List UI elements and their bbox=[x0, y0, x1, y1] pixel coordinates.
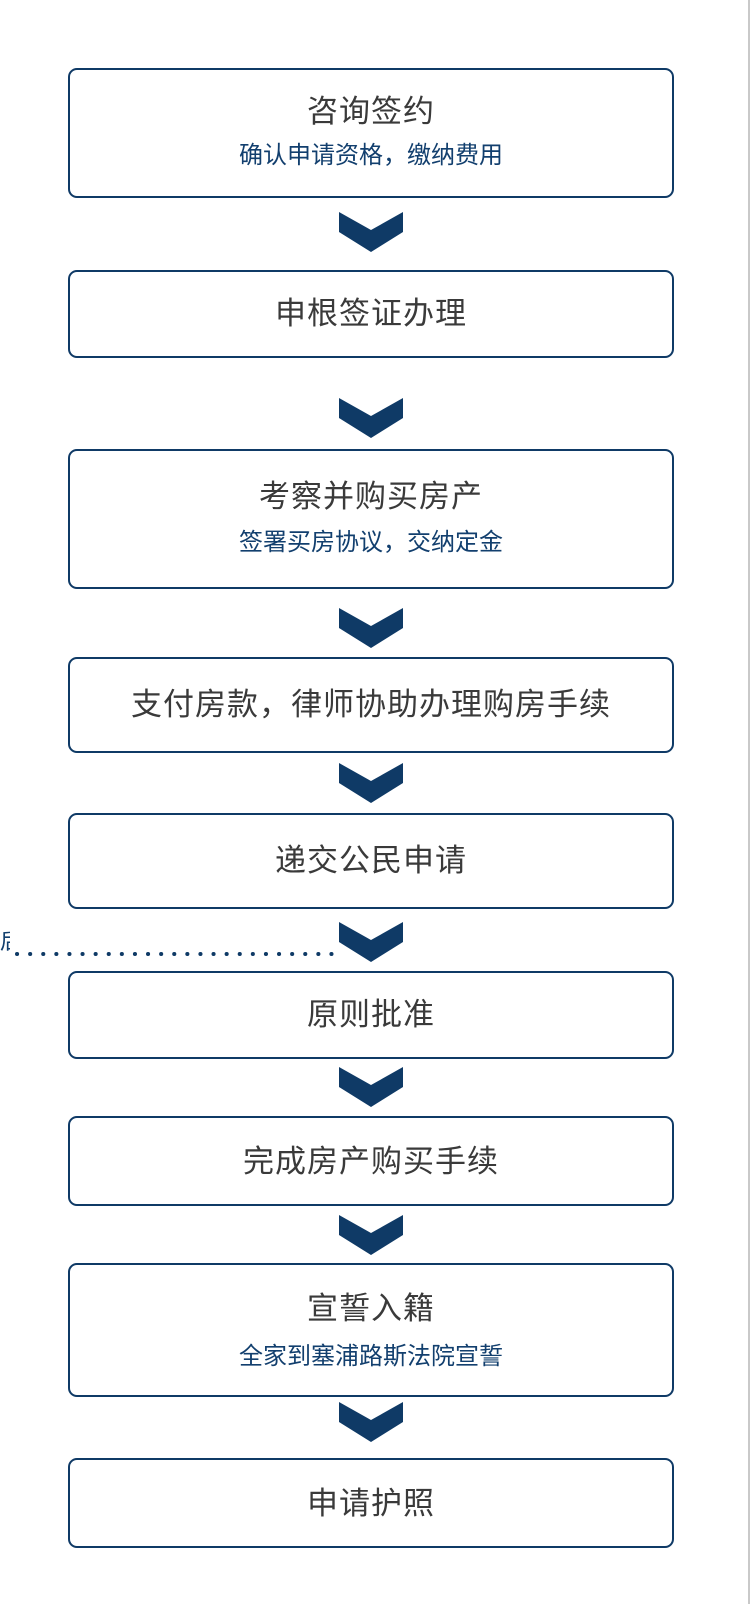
flow-step-3: 考察并购买房产 签署买房协议，交纳定金 bbox=[68, 449, 674, 589]
step-3-subtitle: 签署买房协议，交纳定金 bbox=[239, 528, 503, 556]
flow-arrow-7 bbox=[339, 1215, 403, 1255]
flow-step-2: 申根签证办理 bbox=[68, 270, 674, 358]
step-8-subtitle: 全家到塞浦路斯法院宣誓 bbox=[239, 1342, 503, 1370]
flow-step-1: 咨询签约 确认申请资格，缴纳费用 bbox=[68, 68, 674, 198]
flow-step-8: 宣誓入籍 全家到塞浦路斯法院宣誓 bbox=[68, 1263, 674, 1397]
right-edge-line bbox=[748, 0, 750, 1604]
flow-arrow-1 bbox=[339, 212, 403, 252]
flow-step-4: 支付房款，律师协助办理购房手续 bbox=[68, 657, 674, 753]
step-5-title: 递交公民申请 bbox=[275, 843, 467, 879]
side-note-fragment: 后 bbox=[0, 930, 10, 956]
flow-arrow-5 bbox=[339, 922, 403, 962]
flow-step-7: 完成房产购买手续 bbox=[68, 1116, 674, 1206]
step-3-title: 考察并购买房产 bbox=[259, 479, 483, 515]
flow-arrow-6 bbox=[339, 1067, 403, 1107]
flow-arrow-3 bbox=[339, 608, 403, 648]
step-4-title: 支付房款，律师协助办理购房手续 bbox=[131, 687, 611, 723]
flow-arrow-4 bbox=[339, 763, 403, 803]
flow-step-6: 原则批准 bbox=[68, 971, 674, 1059]
step-1-title: 咨询签约 bbox=[307, 94, 435, 130]
dotted-connector bbox=[14, 942, 339, 956]
flow-step-5: 递交公民申请 bbox=[68, 813, 674, 909]
flow-step-9: 申请护照 bbox=[68, 1458, 674, 1548]
step-8-title: 宣誓入籍 bbox=[307, 1291, 435, 1327]
step-2-title: 申根签证办理 bbox=[275, 296, 467, 332]
step-9-title: 申请护照 bbox=[307, 1486, 435, 1522]
step-7-title: 完成房产购买手续 bbox=[243, 1144, 499, 1180]
flow-arrow-8 bbox=[339, 1402, 403, 1442]
flow-arrow-2 bbox=[339, 398, 403, 438]
step-6-title: 原则批准 bbox=[307, 997, 435, 1033]
step-1-subtitle: 确认申请资格，缴纳费用 bbox=[239, 141, 503, 169]
